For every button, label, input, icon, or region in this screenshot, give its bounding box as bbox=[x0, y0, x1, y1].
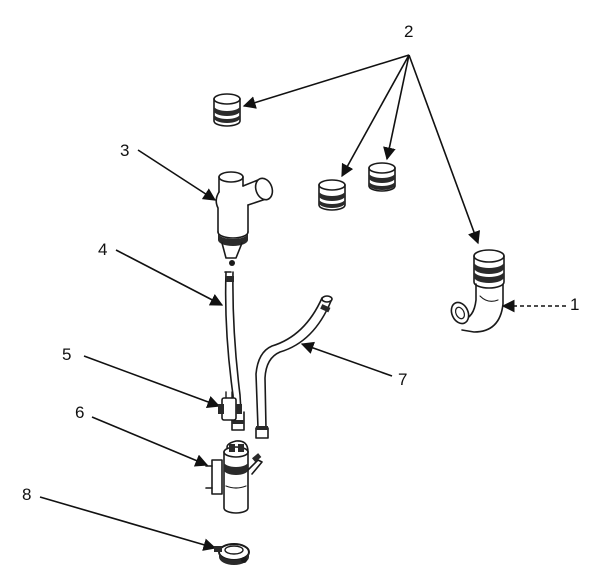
small-fitting bbox=[218, 391, 242, 421]
callout-label-8: 8 bbox=[22, 485, 31, 504]
valve-body bbox=[205, 440, 263, 514]
callout-label-2: 2 bbox=[404, 22, 413, 41]
callout-label-7: 7 bbox=[398, 370, 407, 389]
leader-2a bbox=[242, 54, 410, 109]
leader-6 bbox=[91, 416, 209, 467]
long-hose bbox=[255, 295, 333, 439]
leader-2c bbox=[383, 54, 410, 161]
clamp-ring bbox=[214, 543, 250, 565]
leader-8 bbox=[39, 496, 217, 551]
leader-2d bbox=[408, 54, 481, 245]
hose-clamp-middle-left bbox=[318, 179, 346, 211]
callout-label-1: 1 bbox=[570, 295, 579, 314]
small-hose bbox=[224, 271, 245, 431]
hose-clamp-top-left bbox=[213, 93, 241, 127]
leader-7 bbox=[300, 341, 393, 377]
leader-5 bbox=[83, 355, 221, 409]
callout-label-5: 5 bbox=[62, 345, 71, 364]
callout-label-6: 6 bbox=[75, 403, 84, 422]
leader-3 bbox=[137, 149, 217, 201]
leader-lines bbox=[39, 54, 566, 551]
tee-fitting bbox=[215, 171, 274, 266]
leader-2b bbox=[341, 54, 410, 178]
callout-label-4: 4 bbox=[98, 240, 107, 259]
hose-clamp-middle-right bbox=[368, 162, 396, 192]
callout-label-3: 3 bbox=[120, 141, 129, 160]
leader-4 bbox=[115, 249, 224, 306]
elbow-hose bbox=[450, 249, 505, 333]
